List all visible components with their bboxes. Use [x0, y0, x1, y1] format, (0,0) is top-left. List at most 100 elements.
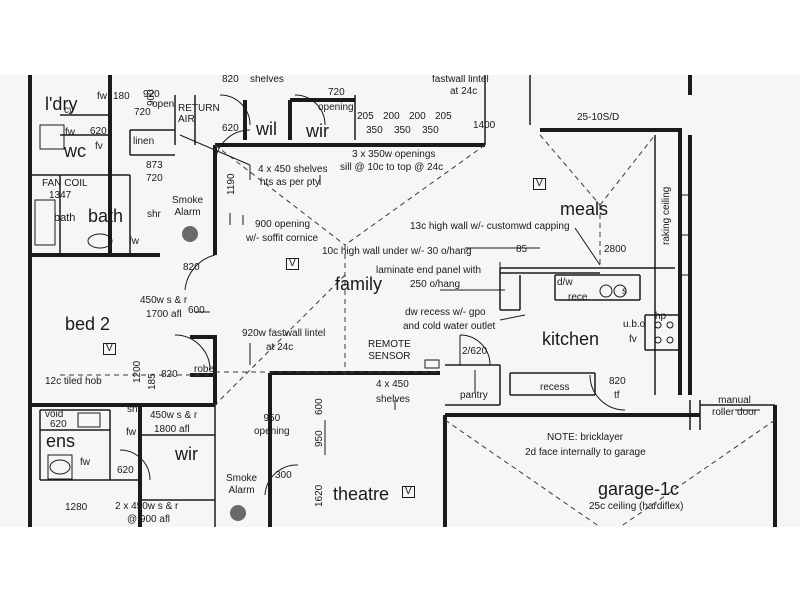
dim-600: 600 — [188, 305, 205, 316]
note-opening-top: opening — [318, 102, 354, 113]
note-dw-recess: dw recess w/- gpo — [405, 307, 486, 318]
room-kitchen: kitchen — [542, 329, 600, 349]
dim-2-620: 2/620 — [462, 346, 488, 357]
note-shelving-ens: 450w s & r — [150, 410, 198, 421]
dim-620-wir: 620 — [117, 465, 134, 476]
dim-920: 920 — [143, 89, 160, 100]
note-afl-1700: 1700 afl — [146, 309, 182, 320]
wall-meals-top — [540, 128, 682, 395]
note-tiled-hob: 12c tiled hob — [45, 376, 102, 387]
note-cv-laundry: cv — [64, 105, 74, 116]
note-return-air: RETURN AIR — [178, 103, 220, 125]
note-shelves-4x450: 4 x 450 shelves — [258, 164, 328, 175]
room-wir-bottom: wir — [175, 444, 198, 464]
dim-820-bed: 820 — [183, 262, 200, 273]
note-shr-top: shr — [147, 209, 161, 220]
dim-200b: 200 — [409, 111, 426, 122]
dim-2800: 2800 — [604, 244, 627, 255]
room-bath: bath — [88, 206, 124, 226]
room-pantry: pantry — [460, 390, 488, 401]
note-shr-bottom: shr — [127, 404, 141, 415]
note-fw-laundry: fw — [97, 91, 107, 102]
dim-820-robe: 820 — [161, 369, 178, 380]
dim-873: 873 — [146, 160, 163, 171]
note-fv-kitchen: fv — [629, 334, 637, 345]
room-theatre: theatre — [333, 484, 390, 504]
dim-350b: 350 — [394, 125, 411, 136]
note-afl-900: @ 900 afl — [127, 514, 170, 525]
room-laundry: l'dry — [45, 94, 78, 114]
dim-720b: 720 — [134, 107, 151, 118]
room-wir-top: wir — [306, 121, 329, 141]
dim-620-wil: 620 — [222, 123, 239, 134]
dim-1347: 1347 — [49, 190, 72, 201]
note-at24c-mid: at 24c — [266, 342, 294, 353]
dim-200a: 200 — [383, 111, 400, 122]
note-sill: sill @ 10c to top @ 24c — [340, 162, 444, 173]
dim-1190: 1190 — [226, 173, 237, 195]
note-fw-bath: fw — [129, 236, 139, 247]
note-shelves-top: shelves — [250, 75, 284, 85]
note-fw-ens2: fw — [80, 457, 90, 468]
note-face-internally: 2d face internally to garage — [525, 447, 646, 458]
room-bath-small: bath — [54, 212, 76, 224]
plan-linework — [28, 75, 777, 527]
note-dw: d/w — [557, 277, 573, 288]
dim-720: 720 — [328, 87, 345, 98]
note-garage-ceiling: 25c ceiling (hardiflex) — [589, 501, 684, 512]
room-meals: meals — [560, 199, 609, 219]
room-family: family — [335, 274, 383, 294]
dim-720c: 720 — [146, 173, 163, 184]
note-recess: recess — [540, 382, 570, 393]
note-s-sink: s — [622, 286, 627, 297]
note-fw-wc: fw — [65, 127, 75, 138]
note-tf: tf — [614, 390, 620, 401]
note-sliding-door: 25-10S/D — [577, 112, 620, 123]
note-fv-wc: fv — [95, 141, 103, 152]
room-wc: wc — [64, 141, 86, 161]
note-fastwall-top: fastwall lintel — [432, 75, 489, 85]
note-afl-1800: 1800 afl — [154, 424, 190, 435]
dim-1620: 1620 — [314, 484, 325, 507]
note-open-wil: open — [152, 99, 175, 110]
note-at24c-top: at 24c — [450, 86, 478, 97]
note-void: void — [45, 409, 64, 420]
dim-1280: 1280 — [65, 502, 88, 513]
dim-185: 185 — [147, 373, 158, 390]
note-hts-pty: hts as per pty — [260, 177, 321, 188]
dim-820-top: 820 — [222, 75, 239, 85]
room-linen: linen — [133, 136, 155, 147]
note-opening-950: 950 opening — [254, 413, 290, 437]
dim-180: 180 — [113, 91, 130, 102]
floor-plan: l'dry wc bath bath wil wir meals family … — [0, 75, 800, 527]
note-opening-900: 900 opening — [255, 219, 311, 230]
smoke-alarm-1 — [182, 226, 198, 242]
note-fan-coil: FAN COIL — [42, 178, 88, 189]
dim-300: 300 — [275, 470, 292, 481]
light-symbol-family: V — [286, 258, 299, 270]
light-symbol-bed2: V — [103, 343, 116, 355]
room-ensuite: ens — [46, 431, 76, 451]
note-smoke-alarm-2: Smoke Alarm — [226, 473, 258, 496]
note-shelves-b: shelves — [376, 394, 410, 405]
note-high-wall-10c: 10c high wall under w/- 30 o/hang — [322, 246, 472, 257]
light-symbol-theatre: V — [402, 486, 415, 498]
room-robe: robe — [194, 364, 215, 375]
note-overhang-250: 250 o/hang — [410, 279, 461, 290]
note-fw-ens: fw — [126, 427, 136, 438]
dim-620-wc: 620 — [90, 126, 107, 137]
smoke-alarm-2 — [230, 505, 246, 521]
note-fastwall-920: 920w fastwall lintel — [242, 328, 326, 339]
note-soffit: w/- soffit cornice — [246, 233, 319, 244]
note-high-wall-13c: 13c high wall w/- customwd capping — [410, 221, 570, 232]
dim-85: 85 — [516, 244, 528, 255]
note-shelving-2x: 2 x 450w s & r — [115, 501, 179, 512]
dim-205a: 205 — [357, 111, 374, 122]
note-remote-sensor: REMOTE SENSOR — [368, 339, 411, 362]
dim-350c: 350 — [422, 125, 439, 136]
dim-950: 950 — [314, 430, 325, 447]
note-rece: rece — [568, 292, 588, 303]
wall-robe — [190, 335, 217, 377]
room-garage: garage-1c — [598, 479, 680, 499]
dim-1400: 1400 — [473, 120, 496, 131]
